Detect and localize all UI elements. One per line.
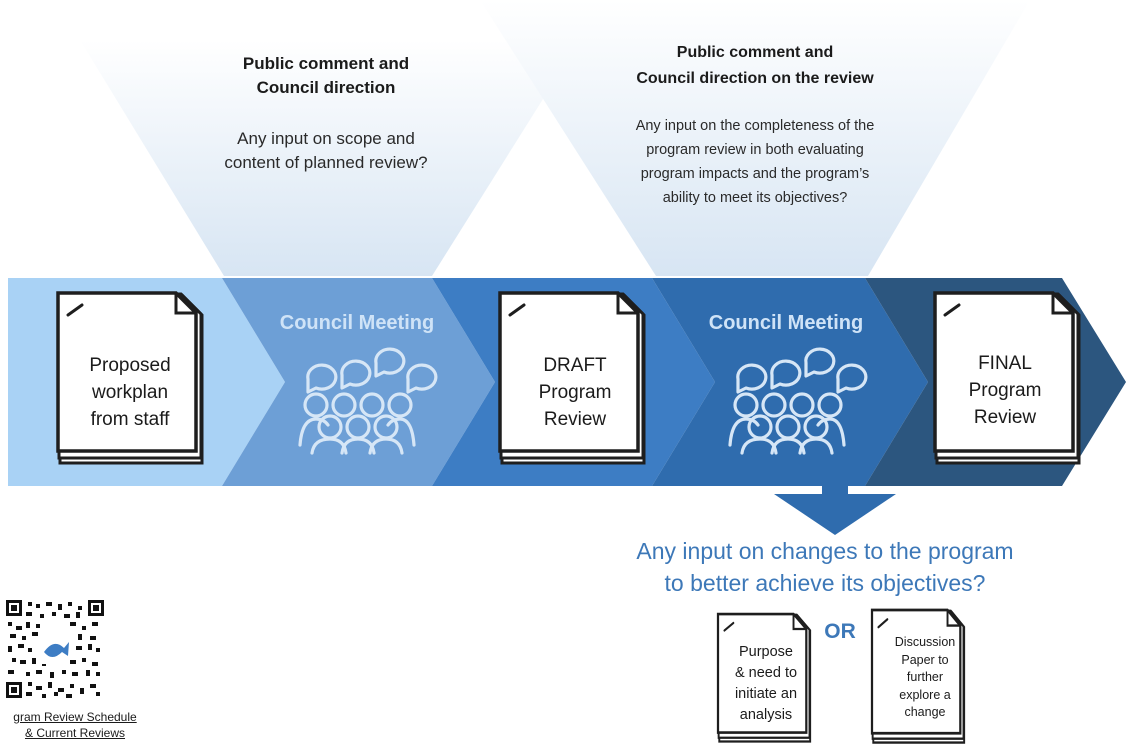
funnel-2-question-line: ability to meet its objectives? bbox=[662, 190, 848, 206]
or-label: OR bbox=[824, 620, 856, 643]
link-line[interactable]: gram Review Schedule bbox=[13, 710, 137, 724]
option-text-line: analysis bbox=[739, 707, 793, 723]
funnel-2-question-line: Any input on the completeness of the bbox=[635, 118, 875, 134]
changes-question: Any input on changes to the program to b… bbox=[575, 535, 1075, 599]
funnel-1-question-line: content of planned review? bbox=[224, 153, 428, 172]
changes-question-line: to better achieve its objectives? bbox=[664, 570, 986, 596]
funnel-second bbox=[480, 0, 1030, 276]
option-text-line: change bbox=[904, 705, 946, 719]
doc-text-line: workplan bbox=[91, 382, 169, 403]
funnel-1-question-line: Any input on scope and bbox=[237, 129, 415, 148]
option-text-line: & need to bbox=[734, 665, 798, 681]
doc-text-line: Review bbox=[543, 409, 607, 430]
doc-text-line: Proposed bbox=[89, 355, 171, 376]
qr-code-icon bbox=[6, 600, 104, 698]
council-meeting-label: Council Meeting bbox=[708, 312, 864, 334]
doc-text-line: Review bbox=[973, 407, 1037, 428]
down-arrow bbox=[774, 486, 896, 535]
program-review-schedule-link[interactable]: gram Review Schedule & Current Reviews bbox=[0, 709, 150, 741]
doc-text-line: DRAFT bbox=[543, 355, 607, 376]
doc-text-line: Program bbox=[538, 382, 612, 403]
proposed-workplan-text: Proposed workplan from staff bbox=[65, 352, 195, 433]
doc-text-line: from staff bbox=[90, 409, 170, 430]
funnel-2-question-line: program review in both evaluating bbox=[646, 142, 864, 158]
funnel-first bbox=[80, 40, 580, 276]
draft-review-text: DRAFT Program Review bbox=[510, 352, 640, 433]
funnel-1-title-line: Public comment and bbox=[242, 54, 410, 73]
option-text-line: Purpose bbox=[738, 644, 793, 660]
funnel-2-title: Public comment and Council direction on … bbox=[590, 40, 920, 92]
option-text-line: initiate an bbox=[734, 686, 798, 702]
funnel-2-question: Any input on the completeness of the pro… bbox=[590, 114, 920, 210]
funnel-2-question-line: program impacts and the program’s bbox=[640, 166, 870, 182]
option-text-line: explore a bbox=[899, 687, 951, 702]
option-text-line: Paper to bbox=[901, 652, 949, 667]
purpose-need-text: Purpose & need to initiate an analysis bbox=[722, 642, 810, 726]
band-segment-2 bbox=[222, 278, 495, 486]
funnel-2-title-line: Council direction on the review bbox=[636, 70, 874, 87]
funnel-2-title-line: Public comment and bbox=[676, 44, 834, 61]
funnel-1-question: Any input on scope and content of planne… bbox=[186, 127, 466, 175]
council-meeting-label: Council Meeting bbox=[279, 312, 435, 334]
changes-question-line: Any input on changes to the program bbox=[636, 538, 1014, 564]
discussion-paper-text: Discussion Paper to further explore a ch… bbox=[878, 634, 972, 722]
funnel-1-title: Public comment and Council direction bbox=[196, 52, 456, 100]
band-segment-4 bbox=[652, 278, 928, 486]
doc-text-line: Program bbox=[968, 380, 1042, 401]
funnel-1-title-line: Council direction bbox=[256, 78, 396, 97]
doc-text-line: FINAL bbox=[978, 353, 1032, 374]
final-review-text: FINAL Program Review bbox=[940, 350, 1070, 431]
link-line[interactable]: & Current Reviews bbox=[24, 726, 126, 740]
option-text-line: further bbox=[906, 670, 944, 684]
option-text-line: Discussion bbox=[894, 635, 956, 649]
